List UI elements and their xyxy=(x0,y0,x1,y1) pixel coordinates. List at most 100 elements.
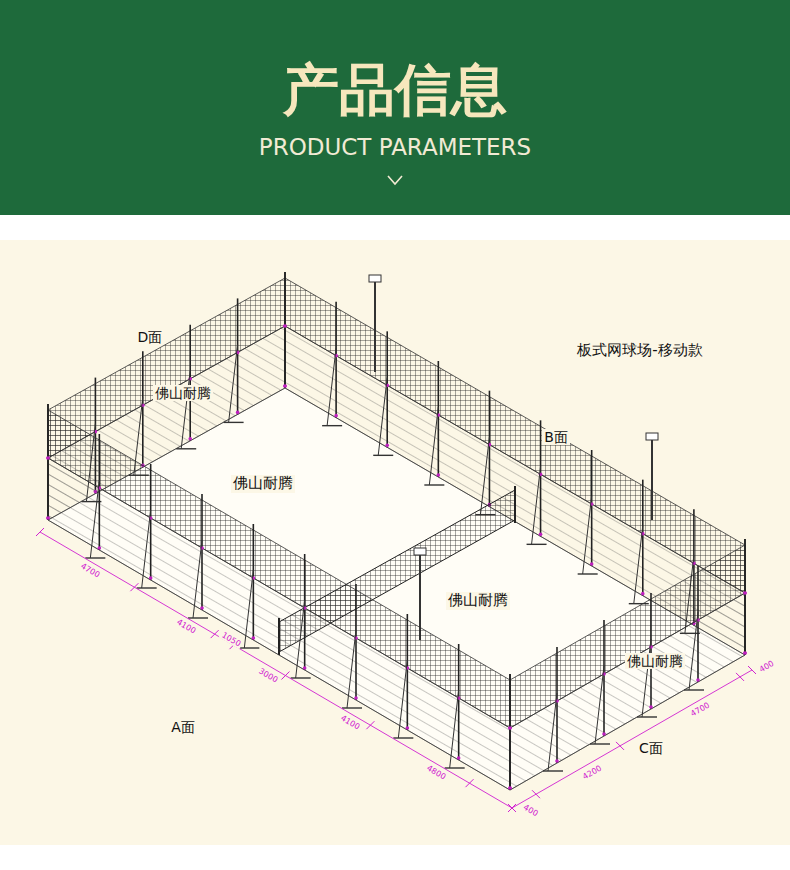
support-brace xyxy=(296,600,305,678)
fence-post xyxy=(201,494,203,610)
fence-post xyxy=(150,464,152,580)
dimension-tick xyxy=(466,779,474,787)
light-pole xyxy=(374,282,376,372)
base-foot xyxy=(527,544,547,545)
dimension-tick xyxy=(508,804,516,812)
page-title: 产品信息 xyxy=(283,58,507,122)
post-clamp xyxy=(508,786,512,790)
post-clamp xyxy=(236,411,240,415)
post-clamp xyxy=(743,591,747,595)
post-clamp xyxy=(149,576,153,580)
post-clamp xyxy=(508,786,512,790)
post-clamp xyxy=(98,546,102,550)
support-brace xyxy=(429,407,438,485)
post-clamp xyxy=(46,516,50,520)
post-clamp xyxy=(283,324,287,328)
fence-post xyxy=(603,620,605,736)
dimension-tick xyxy=(616,742,624,750)
post-clamp xyxy=(283,384,287,388)
dimension-tick xyxy=(508,804,516,812)
fence-post xyxy=(237,298,239,414)
support-brace xyxy=(532,466,541,544)
post-clamp xyxy=(46,516,50,520)
base-foot xyxy=(637,716,657,717)
base-foot xyxy=(188,617,208,618)
lamp-head xyxy=(646,433,658,440)
support-brace xyxy=(548,693,557,771)
support-brace xyxy=(90,480,99,558)
post-clamp xyxy=(200,606,204,610)
dimension-tick xyxy=(366,721,374,729)
support-brace xyxy=(634,526,643,604)
fence-post xyxy=(304,554,306,670)
fence-post xyxy=(458,644,460,760)
dimension-tick xyxy=(748,666,756,674)
support-brace xyxy=(229,344,238,422)
dimension-tick xyxy=(130,583,138,591)
support-brace xyxy=(583,496,592,574)
fence-post xyxy=(253,524,255,640)
support-brace xyxy=(244,570,253,648)
support-brace xyxy=(450,690,459,768)
post-clamp xyxy=(649,705,653,709)
fence-post xyxy=(650,593,652,709)
fence-post xyxy=(99,434,101,550)
fence-post xyxy=(591,450,593,566)
post-clamp xyxy=(641,592,645,596)
base-foot xyxy=(424,484,444,485)
fence-post xyxy=(642,480,644,596)
post-clamp xyxy=(283,384,287,388)
base-foot xyxy=(393,737,413,738)
post-clamp xyxy=(457,756,461,760)
base-foot xyxy=(224,422,244,423)
base-foot xyxy=(239,647,259,648)
subtitle: PRODUCT PARAMETERS xyxy=(259,134,531,160)
support-brace xyxy=(193,540,202,618)
post-clamp xyxy=(508,726,512,730)
fence-post xyxy=(509,674,511,790)
support-brace xyxy=(398,660,407,738)
fence-post xyxy=(540,420,542,536)
fence-post xyxy=(386,331,388,447)
dimension-tick xyxy=(281,672,289,680)
light-pole xyxy=(651,440,653,520)
support-brace xyxy=(181,371,190,449)
drawing-label: D面 xyxy=(138,329,163,345)
drawing-label: A面 xyxy=(171,719,195,735)
dimension-tick xyxy=(36,528,44,536)
post-clamp xyxy=(590,562,594,566)
base-foot xyxy=(85,557,105,558)
hatched-panel xyxy=(510,593,745,790)
fence-post xyxy=(744,539,746,655)
base-foot xyxy=(543,770,563,771)
dimension-tick xyxy=(532,790,540,798)
post-clamp xyxy=(602,732,606,736)
dimension-line xyxy=(40,532,512,808)
dimension-tick xyxy=(736,673,744,681)
fence-post xyxy=(284,272,286,388)
support-brace xyxy=(347,630,356,708)
net-post xyxy=(514,486,516,523)
drawing-label: 板式网球场-移动款 xyxy=(577,342,702,359)
fence-post xyxy=(489,391,491,507)
base-foot xyxy=(137,587,157,588)
post-clamp xyxy=(508,726,512,730)
post-clamp xyxy=(406,726,410,730)
fence-post xyxy=(189,325,191,441)
support-brace xyxy=(378,377,387,455)
lamp-head xyxy=(369,275,381,282)
post-clamp xyxy=(283,324,287,328)
drawing-label: 佛山耐腾 xyxy=(231,475,295,492)
base-foot xyxy=(342,707,362,708)
support-brace xyxy=(327,348,336,426)
fence-post xyxy=(697,566,699,682)
base-foot xyxy=(590,743,610,744)
base-foot xyxy=(373,455,393,456)
post-clamp xyxy=(743,651,747,655)
fence-post xyxy=(438,361,440,477)
dimension-line xyxy=(512,670,752,808)
drawing-label: 佛山耐腾 xyxy=(153,385,213,401)
base-foot xyxy=(322,425,342,426)
fence-post xyxy=(355,584,357,700)
fence-post xyxy=(556,647,558,763)
